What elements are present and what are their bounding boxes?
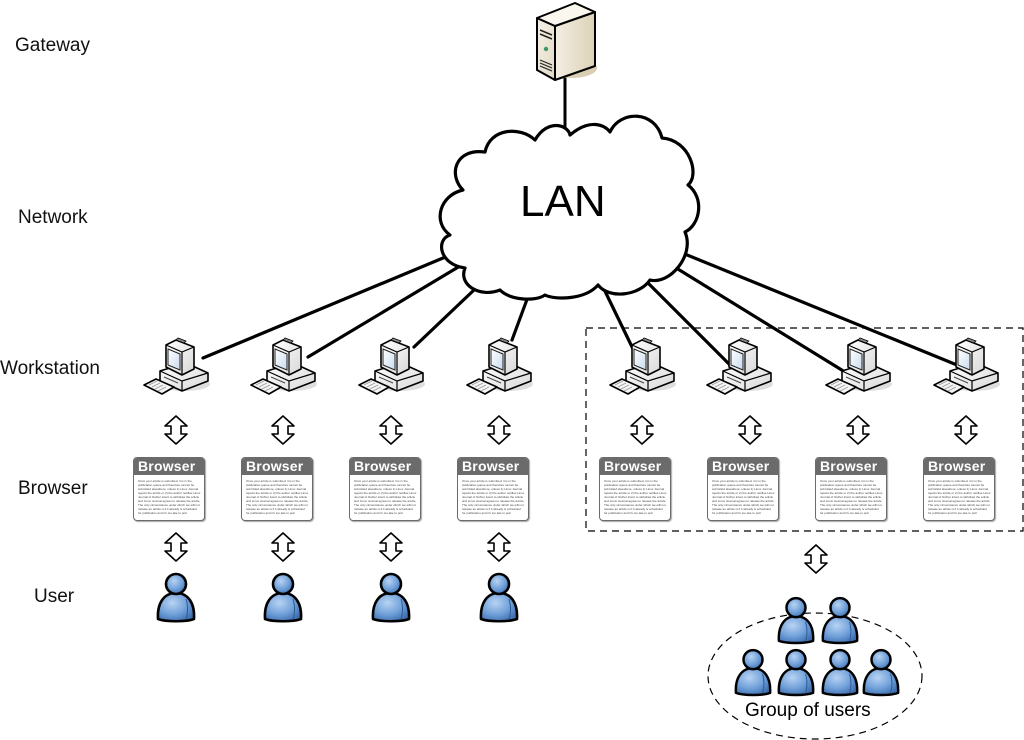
user-group-label: Group of users xyxy=(745,700,871,721)
double-arrow-icon xyxy=(164,415,188,445)
workstation-icon xyxy=(466,337,534,395)
workstation-icon xyxy=(250,337,318,395)
lan-label: LAN xyxy=(520,177,606,226)
lan-cloud-icon xyxy=(438,114,701,301)
double-arrow-icon xyxy=(738,415,762,445)
double-arrow-icon xyxy=(487,415,511,445)
user-icon xyxy=(263,572,303,623)
user-icon xyxy=(821,648,859,697)
browser-window: Browser Once your article is submitted, … xyxy=(599,457,671,521)
user-icon xyxy=(734,648,772,697)
user-icon xyxy=(821,596,859,645)
individual-users xyxy=(156,572,519,623)
shared-workstation-group-box xyxy=(585,327,1024,532)
browser-window-title: Browser xyxy=(600,458,670,475)
layer-label-user: User xyxy=(34,586,75,607)
browser-window-text: Once your article is submitted, it is in… xyxy=(138,479,201,515)
browser-window: Browser Once your article is submitted, … xyxy=(241,457,313,521)
browser-window-title: Browser xyxy=(708,458,778,475)
layer-label-gateway: Gateway xyxy=(15,35,90,56)
browser-window: Browser Once your article is submitted, … xyxy=(133,457,205,521)
browser-window: Browser Once your article is submitted, … xyxy=(457,457,529,521)
workstation-icon xyxy=(143,337,211,395)
browser-window: Browser Once your article is submitted, … xyxy=(349,457,421,521)
link-workstation-2 xyxy=(306,261,467,359)
double-arrow-icon xyxy=(846,415,870,445)
user-icon xyxy=(777,648,815,697)
user-icon xyxy=(862,648,900,697)
browser-window-title: Browser xyxy=(350,458,420,475)
browser-window-title: Browser xyxy=(924,458,994,475)
user-icon xyxy=(156,572,196,623)
browser-user-arrows xyxy=(164,532,828,574)
browser-window: Browser Once your article is submitted, … xyxy=(815,457,887,521)
browser-window: Browser Once your article is submitted, … xyxy=(923,457,995,521)
workstation-icon xyxy=(933,337,1001,395)
link-workstation-5 xyxy=(600,283,636,353)
workstation-icon xyxy=(609,337,677,395)
link-workstation-1 xyxy=(201,251,457,360)
browser-window-title: Browser xyxy=(458,458,528,475)
double-arrow-icon xyxy=(164,532,188,562)
double-arrow-icon xyxy=(804,544,828,574)
link-workstation-4 xyxy=(510,292,531,342)
gateway-server-icon xyxy=(536,2,597,81)
layer-label-workstation: Workstation xyxy=(0,358,100,379)
double-arrow-icon xyxy=(630,415,654,445)
workstation-icon xyxy=(706,337,774,395)
double-arrow-icon xyxy=(271,415,295,445)
link-workstation-6 xyxy=(634,269,732,367)
layer-label-network: Network xyxy=(18,207,88,228)
double-arrow-icon xyxy=(487,532,511,562)
workstation-browser-arrows xyxy=(164,415,978,445)
browser-window: Browser Once your article is submitted, … xyxy=(707,457,779,521)
double-arrow-icon xyxy=(379,415,403,445)
browser-window-text: Once your article is submitted, it is in… xyxy=(604,479,667,515)
browser-window-title: Browser xyxy=(242,458,312,475)
link-workstation-8 xyxy=(668,246,959,367)
double-arrow-icon xyxy=(954,415,978,445)
browser-window-text: Once your article is submitted, it is in… xyxy=(462,479,525,515)
browser-window-text: Once your article is submitted, it is in… xyxy=(712,479,775,515)
browser-window-title: Browser xyxy=(134,458,204,475)
user-icon xyxy=(479,572,519,623)
user-icon xyxy=(777,596,815,645)
browser-window-text: Once your article is submitted, it is in… xyxy=(820,479,883,515)
browser-window-title: Browser xyxy=(816,458,886,475)
network-links xyxy=(201,246,959,374)
browser-window-text: Once your article is submitted, it is in… xyxy=(354,479,417,515)
link-workstation-7 xyxy=(658,256,847,374)
workstations xyxy=(143,337,1001,395)
user-group-ellipse xyxy=(707,612,923,740)
browser-window-text: Once your article is submitted, it is in… xyxy=(246,479,309,515)
double-arrow-icon xyxy=(379,532,403,562)
browser-window-text: Once your article is submitted, it is in… xyxy=(928,479,991,515)
layer-label-browser: Browser xyxy=(18,478,88,499)
double-arrow-icon xyxy=(271,532,295,562)
user-icon xyxy=(371,572,411,623)
